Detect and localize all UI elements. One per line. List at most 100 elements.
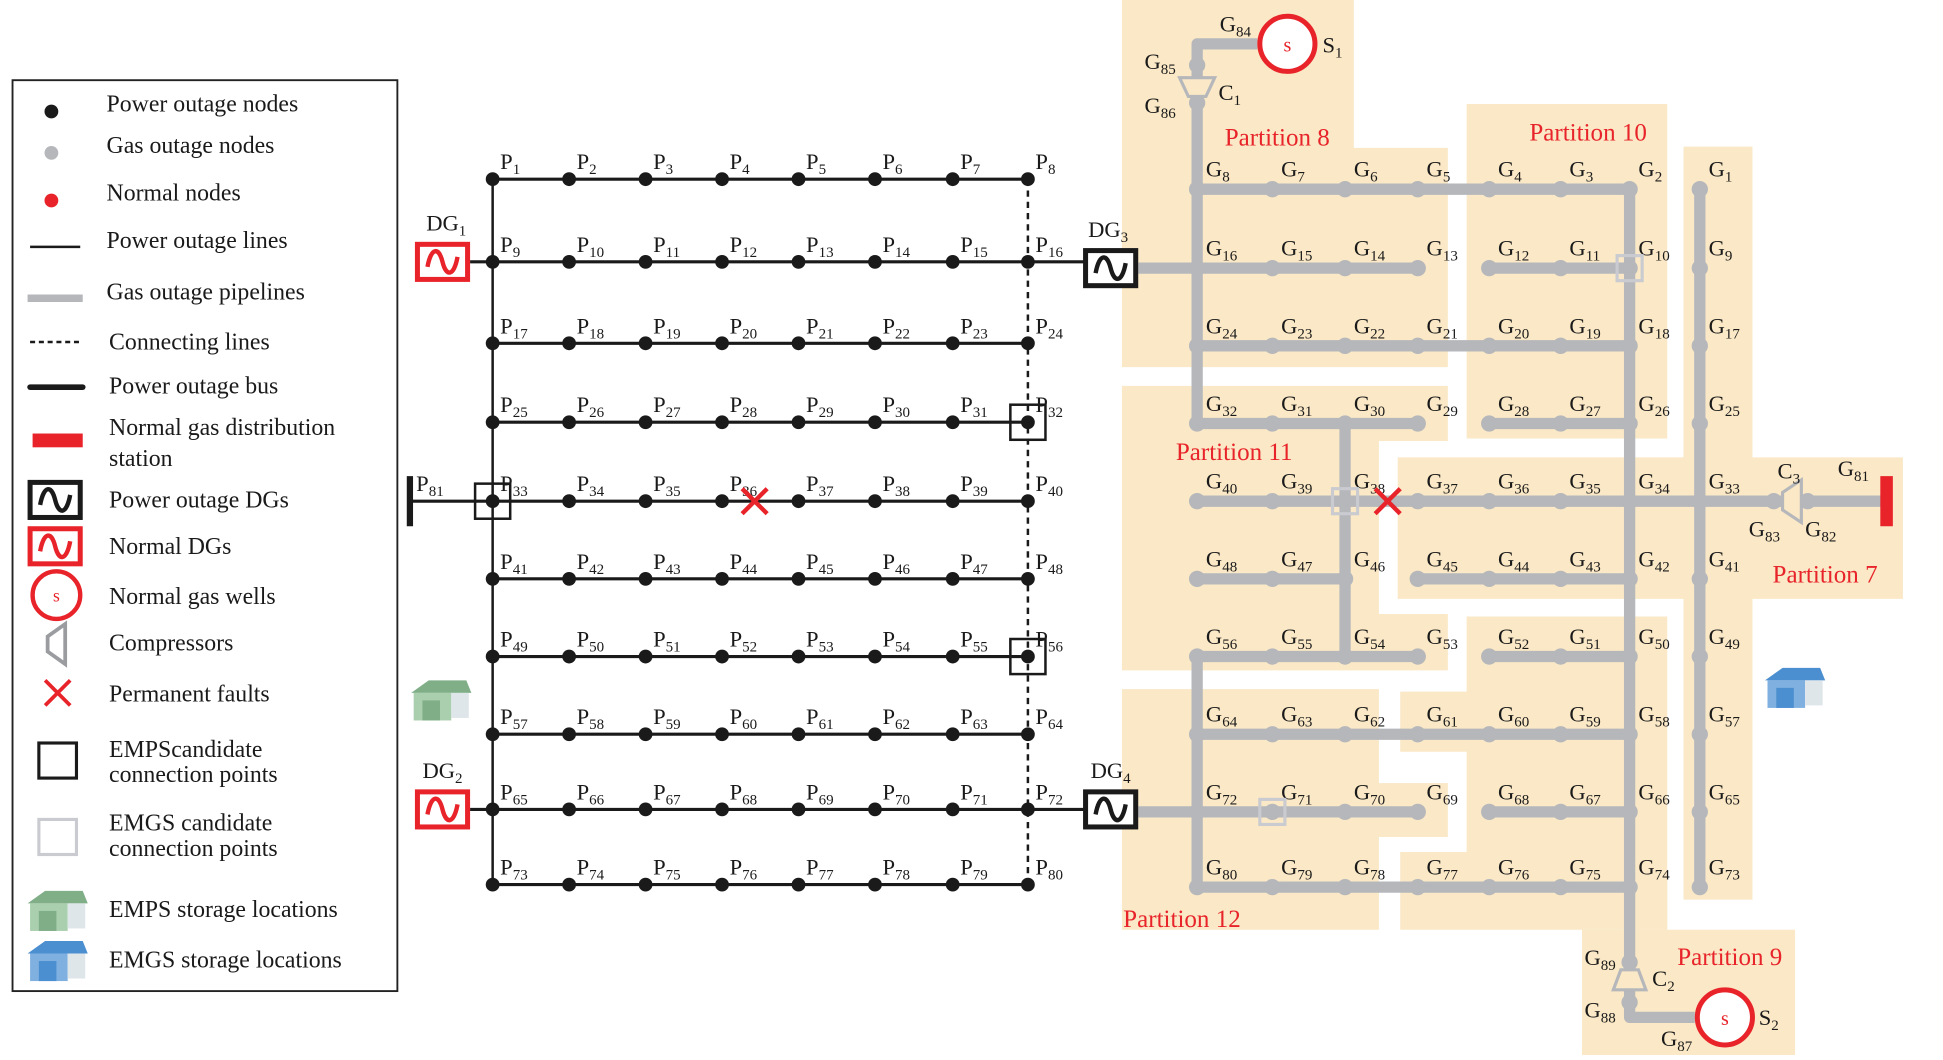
power-outage-node — [562, 254, 577, 269]
red-dg-icon — [27, 526, 83, 567]
gas-outage-node — [1621, 878, 1638, 896]
gas-outage-node — [1409, 570, 1426, 588]
gas-well-icon — [1694, 987, 1755, 1048]
gas-node-label: G8 — [1206, 157, 1230, 186]
compressor-icon — [1177, 76, 1218, 99]
legend-item: Permanent faults — [43, 679, 270, 708]
gas-node-label: G37 — [1427, 469, 1459, 498]
gas-node-label: G79 — [1281, 855, 1312, 884]
legend-item: Power outage DGs — [27, 479, 289, 520]
legend-label: Gas outage pipelines — [107, 279, 305, 305]
gas-node-label: G39 — [1281, 469, 1312, 498]
legend-label: Power outage lines — [107, 228, 288, 254]
gas-outage-node — [1621, 994, 1638, 1011]
gas-node-label: G15 — [1281, 236, 1312, 265]
gas-node-label: G81 — [1838, 456, 1869, 485]
power-node-label: P10 — [577, 232, 605, 261]
power-node-label: P48 — [1035, 549, 1063, 578]
power-outage-node — [868, 172, 882, 187]
gas-node-label: G51 — [1569, 624, 1600, 653]
gas-outage-node — [1188, 878, 1206, 896]
power-outage-node — [638, 802, 653, 817]
power-outage-node — [1021, 254, 1035, 269]
gas-node-label: G48 — [1206, 546, 1237, 575]
power-node-label: P53 — [806, 627, 834, 656]
gas-outage-node — [1691, 337, 1708, 354]
power-outage-node — [868, 727, 882, 742]
power-node-label: P56 — [1035, 627, 1063, 656]
house-side — [1805, 680, 1823, 706]
legend-label: Power outage DGs — [109, 487, 289, 513]
power-node-label: P3 — [653, 149, 673, 178]
power-node-label: P55 — [960, 627, 988, 656]
compressor-label: C1 — [1218, 80, 1241, 109]
gas-node-label: G57 — [1709, 702, 1741, 731]
black-dg-icon — [27, 479, 83, 520]
power-node-label: P68 — [730, 779, 758, 808]
legend-item: Power outage nodes — [44, 92, 298, 119]
power-outage-node — [715, 254, 729, 269]
gas-outage-node — [1336, 726, 1354, 743]
gas-outage-node — [1765, 493, 1782, 510]
outage-dg — [1083, 248, 1139, 289]
power-outage-node — [791, 877, 806, 892]
house-roof — [1764, 667, 1826, 681]
gas-node-label: G72 — [1206, 779, 1237, 808]
power-outage-node — [1021, 571, 1035, 586]
gas-node-label: G17 — [1709, 313, 1741, 342]
gas-outage-node — [1264, 337, 1281, 354]
gas-node-label: G87 — [1661, 1026, 1693, 1055]
gas-node-label: G34 — [1638, 469, 1670, 498]
gas-node-label: G88 — [1584, 997, 1615, 1026]
power-node-label: P19 — [653, 313, 681, 342]
partition-label: Partition 10 — [1529, 119, 1647, 146]
gas-node-label: G21 — [1427, 313, 1458, 342]
gas-node-label: G30 — [1354, 391, 1385, 420]
gas-outage-node — [1336, 803, 1354, 821]
legend-label: EMPScandidate — [109, 737, 262, 763]
power-outage-node — [868, 802, 882, 817]
gas-outage-node — [1621, 493, 1638, 510]
partition-area — [1121, 385, 1448, 671]
power-node-label: P52 — [730, 627, 758, 656]
power-outage-node — [562, 336, 577, 351]
power-outage-node — [715, 649, 729, 664]
power-node-label: P59 — [653, 704, 681, 733]
dg-label: DG1 — [426, 211, 466, 240]
gas-well-glyph: s — [53, 585, 60, 605]
gray-dot-icon — [44, 145, 59, 160]
dg-box — [414, 789, 471, 830]
power-node-label: P24 — [1035, 313, 1063, 342]
power-outage-node — [562, 649, 577, 664]
power-outage-node — [791, 336, 806, 351]
emgs-candidate-point — [1258, 797, 1287, 827]
gas-node-label: G74 — [1638, 855, 1670, 884]
power-outage-node — [945, 172, 960, 187]
legend-label: EMGS candidate — [109, 811, 272, 837]
gas-node-label: G68 — [1498, 779, 1529, 808]
gas-node-label: G12 — [1498, 236, 1529, 265]
power-outage-node — [485, 336, 500, 351]
power-outage-node — [945, 415, 960, 430]
gas-outage-node — [1621, 181, 1638, 198]
gas-node-label: G27 — [1569, 391, 1601, 420]
gas-well-label: S2 — [1759, 1005, 1779, 1034]
power-outage-node — [485, 415, 500, 430]
power-outage-node — [562, 415, 577, 430]
gas-node-label: G47 — [1281, 546, 1313, 575]
power-node-label: P40 — [1035, 471, 1063, 500]
gas-outage-node — [1188, 415, 1206, 432]
dg-box — [1083, 789, 1139, 830]
gas-node-label: G25 — [1709, 391, 1740, 420]
power-outage-node — [791, 571, 806, 586]
house-door — [38, 961, 57, 982]
gas-outage-node — [1691, 878, 1708, 896]
legend-item: Gas outage nodes — [44, 133, 274, 160]
gas-outage-node — [1336, 878, 1354, 896]
gas-outage-node — [1264, 259, 1281, 277]
power-node-label: P36 — [730, 471, 758, 500]
partition-label: Partition 7 — [1773, 562, 1878, 589]
